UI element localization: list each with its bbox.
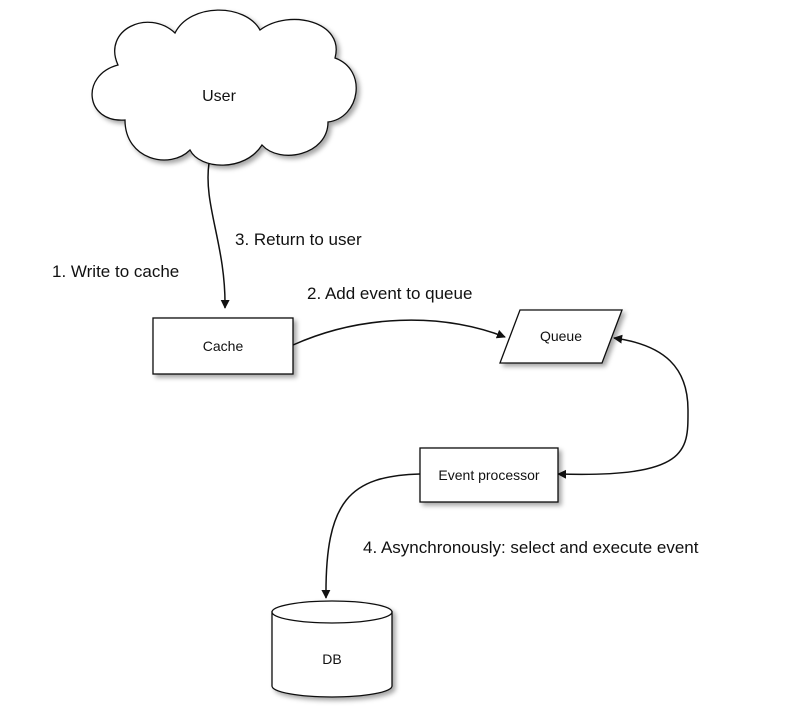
label-return-to-user: 3. Return to user bbox=[235, 230, 362, 249]
db-cylinder-body bbox=[271, 611, 393, 698]
db-node bbox=[271, 600, 393, 698]
cache-node bbox=[152, 317, 294, 375]
cache-box bbox=[152, 317, 294, 375]
edge-user-to-cache bbox=[207, 162, 230, 309]
label-write-to-cache: 1. Write to cache bbox=[52, 262, 179, 281]
cache-label: Cache bbox=[203, 338, 244, 354]
event-processor-box bbox=[419, 447, 559, 503]
db-cylinder-top bbox=[271, 600, 393, 624]
db-label: DB bbox=[322, 651, 341, 667]
label-add-event-to-queue: 2. Add event to queue bbox=[307, 284, 472, 303]
queue-label: Queue bbox=[540, 328, 582, 344]
queue-node bbox=[499, 309, 623, 364]
event-processor-node bbox=[419, 447, 559, 503]
edge-event-processor-to-db bbox=[321, 473, 421, 599]
queue-parallelogram bbox=[499, 309, 623, 364]
event-processor-label: Event processor bbox=[438, 467, 539, 483]
edge-event-processor-queue bbox=[557, 334, 689, 479]
user-label: User bbox=[202, 88, 236, 105]
cloud-shape bbox=[91, 9, 357, 166]
edge-cache-to-queue bbox=[292, 319, 506, 346]
label-async-select-execute: 4. Asynchronously: select and execute ev… bbox=[363, 538, 699, 557]
user-node bbox=[91, 9, 357, 166]
